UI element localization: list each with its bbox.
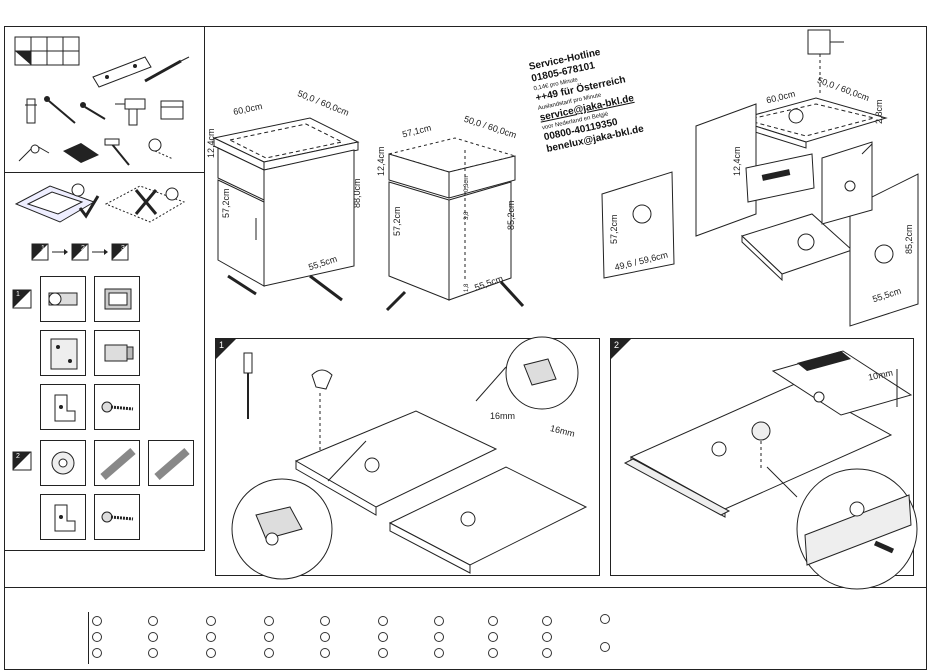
check-circle[interactable] bbox=[378, 648, 388, 658]
group-1-num: 1 bbox=[16, 291, 20, 298]
ex-side-label: 85,2cm bbox=[904, 224, 914, 254]
tools-panel bbox=[4, 26, 205, 173]
step1-gap-a-label: 16mm bbox=[490, 411, 516, 421]
step-1-panel bbox=[215, 338, 600, 576]
check-circle[interactable] bbox=[542, 648, 552, 658]
part-shelf-bracket-2 bbox=[40, 494, 86, 540]
check-circle[interactable] bbox=[600, 614, 610, 624]
screwdriver-2-icon bbox=[80, 102, 106, 120]
part-dowel-connector bbox=[40, 276, 86, 322]
check-circle[interactable] bbox=[600, 642, 610, 652]
check-circle[interactable] bbox=[148, 632, 158, 642]
part-screw-2 bbox=[94, 494, 140, 540]
check-circle[interactable] bbox=[148, 648, 158, 658]
c2-h2-label: 3,8 bbox=[464, 211, 470, 220]
group-2-marker bbox=[12, 451, 32, 471]
ex-thick-label: 2,8cm bbox=[874, 99, 884, 124]
part-shelf-bracket bbox=[40, 384, 86, 430]
c2-height-label: 85,2cm bbox=[506, 200, 516, 230]
group-1-marker bbox=[12, 289, 32, 309]
good-floor-icon bbox=[14, 183, 100, 223]
cabinet-with-door-drawing bbox=[212, 117, 360, 302]
c2-h1-label: 0,3cm bbox=[464, 175, 470, 192]
check-circle[interactable] bbox=[434, 632, 444, 642]
part-wooden-dowel-2 bbox=[148, 440, 194, 486]
part-screw bbox=[94, 384, 140, 430]
footer-divider bbox=[88, 612, 89, 664]
cabinet-open-drawing bbox=[385, 137, 525, 312]
part-hinge-plate bbox=[94, 276, 140, 322]
footer-checklist bbox=[90, 614, 620, 666]
grid-icon bbox=[14, 36, 80, 66]
bad-floor-icon bbox=[104, 185, 186, 223]
check-circle[interactable] bbox=[206, 648, 216, 658]
pad-icon bbox=[63, 143, 99, 163]
check-circle[interactable] bbox=[434, 648, 444, 658]
step-1-num: 1 bbox=[219, 340, 225, 350]
c2-top-label: 12,4cm bbox=[376, 146, 386, 176]
check-circle[interactable] bbox=[148, 616, 158, 626]
part-wooden-dowel bbox=[94, 440, 140, 486]
c1-top-label: 12,4cm bbox=[206, 128, 216, 158]
check-circle[interactable] bbox=[542, 616, 552, 626]
check-circle[interactable] bbox=[542, 632, 552, 642]
check-circle[interactable] bbox=[206, 632, 216, 642]
ex-top-label: 12,4cm bbox=[732, 146, 742, 176]
footer-strip bbox=[4, 587, 927, 670]
check-circle[interactable] bbox=[488, 616, 498, 626]
check-circle[interactable] bbox=[320, 616, 330, 626]
box-icon bbox=[160, 100, 184, 120]
step-sequence: 1 2 3 bbox=[31, 243, 132, 264]
step-2-drawing bbox=[623, 350, 918, 590]
step-2-panel bbox=[610, 338, 914, 576]
floor-protection-illustration bbox=[14, 183, 186, 223]
part-mounting-plate bbox=[40, 330, 86, 376]
part-cam-lock bbox=[40, 440, 86, 486]
glue-icon bbox=[144, 56, 190, 83]
check-circle[interactable] bbox=[434, 616, 444, 626]
check-circle[interactable] bbox=[488, 632, 498, 642]
sequence-num-3: 3 bbox=[121, 245, 125, 252]
ex-door-label: 57,2cm bbox=[609, 214, 619, 244]
check-circle[interactable] bbox=[378, 616, 388, 626]
check-circle[interactable] bbox=[92, 632, 102, 642]
check-circle[interactable] bbox=[92, 648, 102, 658]
check-circle[interactable] bbox=[378, 632, 388, 642]
check-circle[interactable] bbox=[264, 632, 274, 642]
c1-door-label: 57,2cm bbox=[221, 188, 231, 218]
step-2-badge bbox=[610, 338, 632, 360]
check-circle[interactable] bbox=[488, 648, 498, 658]
c2-h3-label: 1,8 bbox=[464, 283, 470, 292]
drill-icon bbox=[115, 98, 146, 126]
cam-lock-icon bbox=[148, 138, 174, 160]
check-circle[interactable] bbox=[320, 632, 330, 642]
c2-door-label: 57,2cm bbox=[392, 206, 402, 236]
check-circle[interactable] bbox=[92, 616, 102, 626]
dowel-icon bbox=[25, 98, 37, 124]
group-2-num: 2 bbox=[16, 453, 20, 460]
check-circle[interactable] bbox=[264, 616, 274, 626]
sequence-num-1: 1 bbox=[41, 245, 45, 252]
spirit-level-icon bbox=[92, 56, 152, 88]
step-1-badge bbox=[215, 338, 237, 360]
c1-height-label: 88,0cm bbox=[352, 178, 362, 208]
tape-measure-icon bbox=[18, 144, 50, 162]
check-circle[interactable] bbox=[206, 616, 216, 626]
step-2-num: 2 bbox=[614, 340, 620, 350]
drill-top-icon bbox=[807, 29, 844, 55]
part-bolt bbox=[94, 330, 140, 376]
screwdriver-icon bbox=[44, 96, 76, 124]
exploded-view-drawing bbox=[601, 29, 919, 327]
step-1-drawing bbox=[231, 336, 588, 580]
check-circle[interactable] bbox=[264, 648, 274, 658]
check-circle[interactable] bbox=[320, 648, 330, 658]
sequence-num-2: 2 bbox=[81, 245, 85, 252]
tools-illustration bbox=[14, 36, 190, 166]
hammer-icon bbox=[104, 138, 130, 166]
